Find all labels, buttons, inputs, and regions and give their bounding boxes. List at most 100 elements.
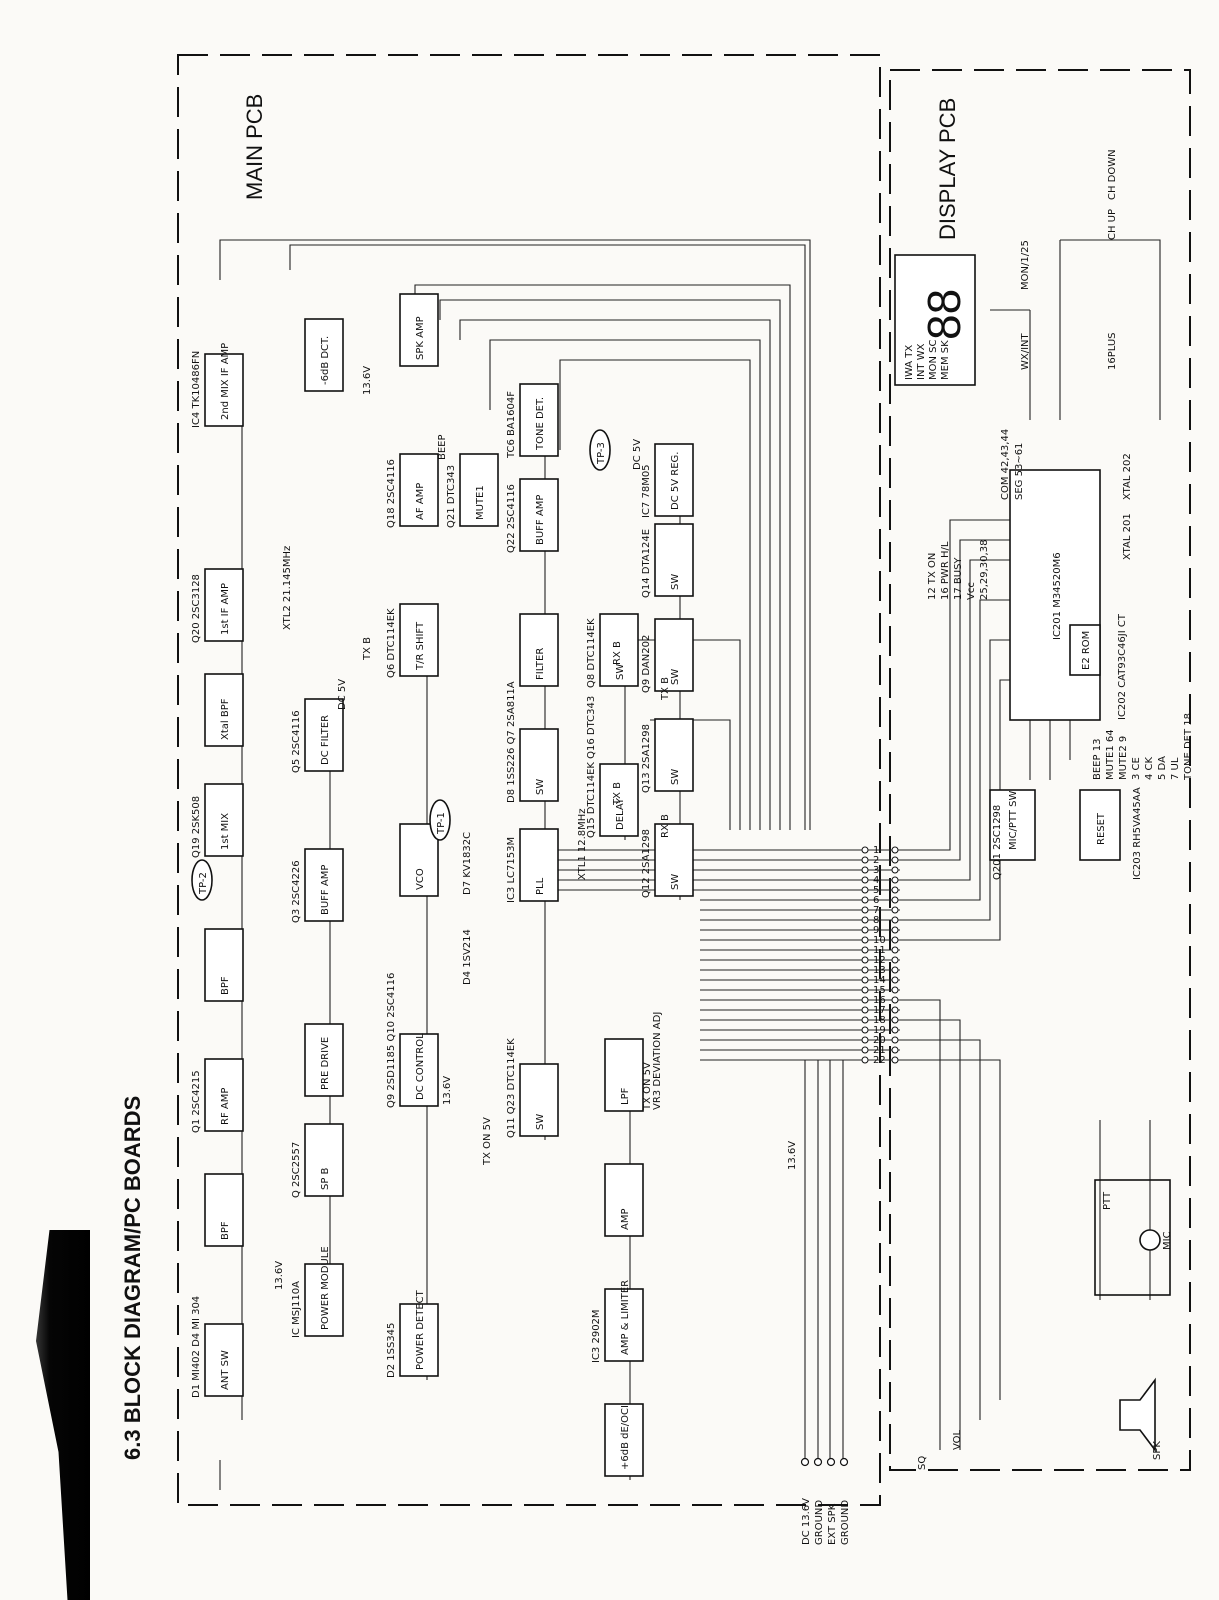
connector-pin: [891, 976, 899, 984]
connector-pin-number: 20: [873, 1035, 886, 1046]
main-block: TONE DET.TC6 BA1604F: [506, 383, 559, 459]
note-rxb: RX B: [612, 641, 623, 665]
connector-pin: [861, 846, 869, 854]
main-block: BUFF AMP Q3 2SC4226: [291, 848, 344, 923]
display-pcb-label: DISPLAY PCB: [935, 98, 960, 240]
main-block-label: DC 5V REG.: [670, 452, 681, 510]
main-block-label: MUTE1: [475, 485, 486, 520]
main-block-label: -6dB DCT.: [320, 336, 331, 385]
main-block-label: SW: [670, 769, 681, 785]
connector-pin: [891, 956, 899, 964]
main-block: SP BQ 2SC2557: [291, 1123, 344, 1198]
connector-pin: [891, 906, 899, 914]
connector-pin: [861, 1006, 869, 1014]
note-d4: D4 1SV214: [462, 929, 473, 985]
main-block-ref: Q3 2SC4226: [291, 860, 302, 923]
main-block: Xtal BPF: [204, 673, 244, 747]
main-block-label: DELAY: [615, 797, 626, 830]
main-block-label: BUFF AMP: [320, 865, 331, 915]
main-block-label: BPF: [220, 976, 231, 995]
connector-pin: [861, 926, 869, 934]
note-136v: 13.6V: [362, 366, 373, 395]
connector-pin: [861, 1026, 869, 1034]
xtal202-label: XTAL 202: [1122, 453, 1133, 500]
connector-pin: [891, 896, 899, 904]
ic201-pin: 3 CE: [1131, 757, 1142, 780]
ic201-pin: 17 BUSY: [953, 557, 964, 600]
main-block-ref: Q14 DTA124E: [641, 529, 652, 598]
connector-pin: [891, 936, 899, 944]
ext-terminal-label: GROUND: [840, 1500, 851, 1545]
connector-pin: [891, 986, 899, 994]
note-vr3: VR3 DEVIATION ADJ: [652, 1012, 663, 1110]
ext-terminal: [839, 1457, 849, 1467]
connector-pin-number: 19: [873, 1025, 886, 1036]
note-rxb-2: RX B: [660, 814, 671, 838]
main-block-label: VCO: [415, 868, 426, 890]
connector-pin: [861, 906, 869, 914]
ic201-pin: 5 DA: [1157, 756, 1168, 780]
main-block-label: AF AMP: [415, 483, 426, 520]
main-block-label: 1st IF AMP: [220, 583, 231, 635]
connector-pin: [891, 856, 899, 864]
connector-pin: [861, 886, 869, 894]
mic-ptt-sw-label: MIC/PTT SW: [1008, 790, 1019, 850]
main-block-label: AMP: [620, 1209, 631, 1231]
connector-pin-number: 14: [873, 975, 886, 986]
connector-pin: [861, 1016, 869, 1024]
main-block-label: FILTER: [535, 648, 546, 680]
main-block-ref: D2 1SS345: [386, 1323, 397, 1378]
connector-pin: [861, 986, 869, 994]
connector-pin: [861, 996, 869, 1004]
ic201-pin: BEEP 13: [1092, 739, 1103, 780]
main-block-label: DC CONTROL: [415, 1033, 426, 1100]
ext-terminal-label: DC 13.6V: [801, 1498, 812, 1545]
tp3-label: TP-3: [596, 442, 607, 465]
main-block-ref: Q8 DTC114EK: [586, 618, 597, 688]
note-136v-3: 13.6V: [274, 1261, 285, 1290]
ext-terminal: [826, 1457, 836, 1467]
main-block: AF AMP Q18 2SC4116: [386, 453, 439, 528]
note-beep: BEEP: [437, 434, 448, 460]
main-block-ref: Q12 2SA1298: [641, 829, 652, 898]
connector-pin-number: 8: [873, 915, 879, 926]
ic201-pin: 12 TX ON: [927, 553, 938, 600]
main-block: LPF: [604, 1038, 644, 1112]
main-block-label: LPF: [620, 1087, 631, 1105]
main-block: -6dB DCT.: [304, 318, 344, 392]
main-block-label: PLL: [535, 877, 546, 895]
lcd-line-3: MON SC: [928, 339, 939, 380]
main-block-label: ANT SW: [220, 1350, 231, 1390]
ext-terminal: [800, 1457, 810, 1467]
main-block: VCO: [399, 823, 439, 897]
lcd-digits: 88: [918, 289, 970, 340]
connector-pin: [861, 966, 869, 974]
connector-pin: [891, 866, 899, 874]
main-block-label: SW: [670, 874, 681, 890]
note-txb-2: TX B: [660, 677, 671, 701]
display-pcb-components: IWA TX INT WX MON SC MEM SK 88 IC201 M34…: [894, 149, 1173, 1470]
connector-pin: [861, 866, 869, 874]
ext-terminal: [813, 1457, 823, 1467]
main-block-ref: D1 MI402 D4 MI 304: [191, 1296, 202, 1398]
connector-pin: [861, 1056, 869, 1064]
connector-pin-number: 15: [873, 985, 886, 996]
tp1-label: TP-1: [436, 812, 447, 835]
speaker-symbol: [1119, 1377, 1156, 1453]
main-block-ref: Q13 2SA1298: [641, 724, 652, 793]
connector-pin-number: 1: [873, 845, 879, 856]
main-block-ref: D8 1SS226 Q7 2SA811A: [506, 681, 517, 803]
connector-pin: [891, 926, 899, 934]
q201-label: Q201 2SC1298: [992, 805, 1003, 880]
main-pcb-outline: [177, 54, 881, 1506]
connector-pin-number: 7: [873, 905, 879, 916]
main-block-ref: Q18 2SC4116: [386, 459, 397, 528]
connector-pin: [891, 846, 899, 854]
key-ch-down: CH DOWN: [1107, 149, 1118, 200]
reset-label: RESET: [1096, 812, 1107, 845]
